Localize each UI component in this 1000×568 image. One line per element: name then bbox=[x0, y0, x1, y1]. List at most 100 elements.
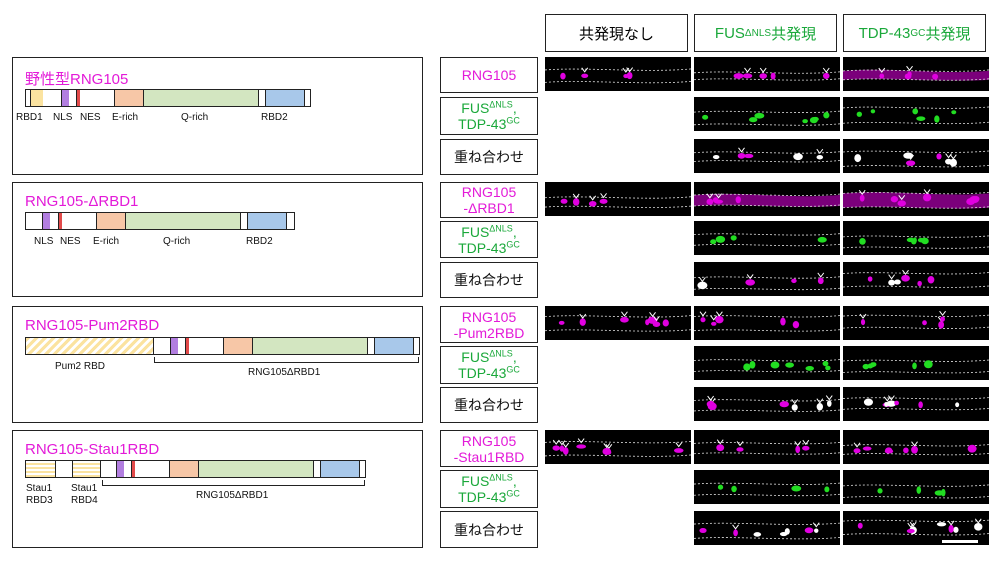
domain-qrich bbox=[125, 213, 241, 229]
row-label-rng105-pum2: RNG105 -Pum2RBD bbox=[440, 306, 538, 343]
domain-label-erich: E-rich bbox=[112, 112, 139, 123]
row-label-tdp-line: TDP-43GC bbox=[458, 489, 520, 505]
micrograph-image bbox=[843, 359, 989, 374]
line-a: RNG105 bbox=[461, 432, 517, 449]
micrograph-panel bbox=[843, 262, 989, 296]
micrograph-panel bbox=[694, 306, 840, 340]
construct-bar-pum2 bbox=[25, 337, 420, 355]
micrograph-image bbox=[694, 110, 840, 126]
row-label-merge-3: 重ね合わせ bbox=[440, 387, 538, 423]
construct-title-wt: 野性型RNG105 bbox=[25, 71, 129, 88]
tdp-text: TDP-43 bbox=[458, 365, 507, 381]
merge-text: 重ね合わせ bbox=[454, 397, 524, 413]
micrograph-panel bbox=[694, 262, 840, 296]
domain-erich bbox=[169, 461, 198, 477]
domain-label-pum2rbd: Pum2 RBD bbox=[55, 361, 106, 372]
construct-bar-stau1 bbox=[25, 460, 366, 478]
header-fus-name: FUS bbox=[714, 24, 745, 42]
domain-rbd2 bbox=[320, 461, 360, 477]
micrograph-panel bbox=[843, 97, 989, 131]
micrograph-panel bbox=[694, 346, 840, 380]
fus-sup: ΔNLS bbox=[489, 348, 513, 359]
domain-nes bbox=[76, 90, 80, 106]
micrograph-panel bbox=[843, 182, 989, 216]
micrograph-image bbox=[843, 106, 989, 125]
merge-text: 重ね合わせ bbox=[454, 521, 524, 538]
domain-label-stau1rbd4: Stau1 RBD4 bbox=[71, 483, 98, 506]
micrograph-panel bbox=[843, 430, 989, 464]
domain-label-erich: E-rich bbox=[93, 236, 120, 247]
domain-label-nls: NLS bbox=[34, 236, 54, 247]
micrograph-image bbox=[694, 359, 840, 373]
row-label-text: RNG105 bbox=[461, 67, 517, 83]
micrograph-panel bbox=[545, 430, 691, 464]
domain-rbd2 bbox=[265, 90, 305, 106]
row-label-rng105-stau1: RNG105 -Stau1RBD bbox=[440, 430, 538, 467]
domain-erich bbox=[96, 213, 125, 229]
row-label-tdp-line: TDP-43GC bbox=[458, 365, 520, 381]
micrograph-panel bbox=[843, 57, 989, 91]
micrograph-panel bbox=[694, 511, 840, 545]
tdp-sup: GC bbox=[506, 238, 520, 249]
micrograph-panel bbox=[694, 387, 840, 421]
micrograph-panel bbox=[694, 221, 840, 255]
line-b: -ΔRBD1 bbox=[463, 200, 515, 216]
micrograph-image bbox=[545, 67, 691, 84]
domain-nes bbox=[131, 461, 135, 477]
domain-label-rbd2: RBD2 bbox=[261, 112, 288, 123]
comma: , bbox=[512, 349, 517, 365]
header-fus-suffix: 共発現 bbox=[771, 25, 817, 43]
micrograph-image bbox=[843, 310, 989, 329]
micrograph-image bbox=[694, 193, 840, 207]
row-label-fus-tdp-2: FUSΔNLS, TDP-43GC bbox=[440, 221, 538, 258]
micrograph-panel bbox=[694, 57, 840, 91]
row-label-fus-line: FUSΔNLS, bbox=[461, 100, 516, 116]
micrograph-panel bbox=[694, 430, 840, 464]
fus-sup: ΔNLS bbox=[489, 472, 513, 483]
fus-text: FUS bbox=[461, 473, 490, 489]
construct-bar-drbd1 bbox=[25, 212, 295, 230]
construct-title-pum2: RNG105-Pum2RBD bbox=[25, 317, 160, 334]
micrograph-panel bbox=[843, 387, 989, 421]
row-label-rng105-drbd1: RNG105 -ΔRBD1 bbox=[440, 182, 538, 218]
micrograph-panel bbox=[694, 97, 840, 131]
micrograph-image bbox=[843, 441, 989, 456]
line-b: -Pum2RBD bbox=[453, 324, 525, 341]
domain-nls bbox=[42, 213, 50, 229]
tdp-text: TDP-43 bbox=[458, 489, 507, 505]
construct-bar-wt bbox=[25, 89, 311, 107]
domain-stau1rbd3 bbox=[26, 461, 56, 477]
micrograph-image bbox=[694, 395, 840, 412]
micrograph-image bbox=[694, 272, 840, 291]
construct-title-drbd1: RNG105-ΔRBD1 bbox=[25, 193, 139, 210]
micrograph-image bbox=[694, 147, 840, 163]
domain-label-qrich: Q-rich bbox=[163, 236, 191, 247]
domain-label-rng105drbd1: RNG105ΔRBD1 bbox=[248, 367, 321, 378]
micrograph-panel bbox=[843, 470, 989, 504]
micrograph-image bbox=[694, 439, 840, 455]
tdp-sup: GC bbox=[506, 488, 520, 499]
micrograph-image bbox=[843, 189, 989, 209]
micrograph-image bbox=[843, 518, 989, 536]
row-label-merge-4: 重ね合わせ bbox=[440, 511, 538, 548]
domain-rbd2 bbox=[247, 213, 287, 229]
merge-text: 重ね合わせ bbox=[454, 149, 524, 165]
row-label-fus-line: FUSΔNLS, bbox=[461, 349, 516, 365]
domain-nes bbox=[185, 338, 189, 354]
row-label-merge-2: 重ね合わせ bbox=[440, 262, 538, 298]
domain-label-qrich: Q-rich bbox=[181, 112, 209, 123]
row-label-merge-1: 重ね合わせ bbox=[440, 139, 538, 175]
domain-label-stau1rbd3: Stau1 RBD3 bbox=[26, 483, 53, 506]
tdp-sup: GC bbox=[506, 115, 520, 126]
micrograph-panel bbox=[843, 346, 989, 380]
domain-label-nes: NES bbox=[80, 112, 101, 123]
micrograph-image bbox=[843, 395, 989, 411]
domain-stau1rbd4 bbox=[72, 461, 101, 477]
fus-sup: ΔNLS bbox=[489, 99, 513, 110]
micrograph-image bbox=[843, 150, 989, 168]
micrograph-image bbox=[694, 311, 840, 332]
micrograph-panel bbox=[843, 306, 989, 340]
micrograph-panel bbox=[545, 182, 691, 216]
